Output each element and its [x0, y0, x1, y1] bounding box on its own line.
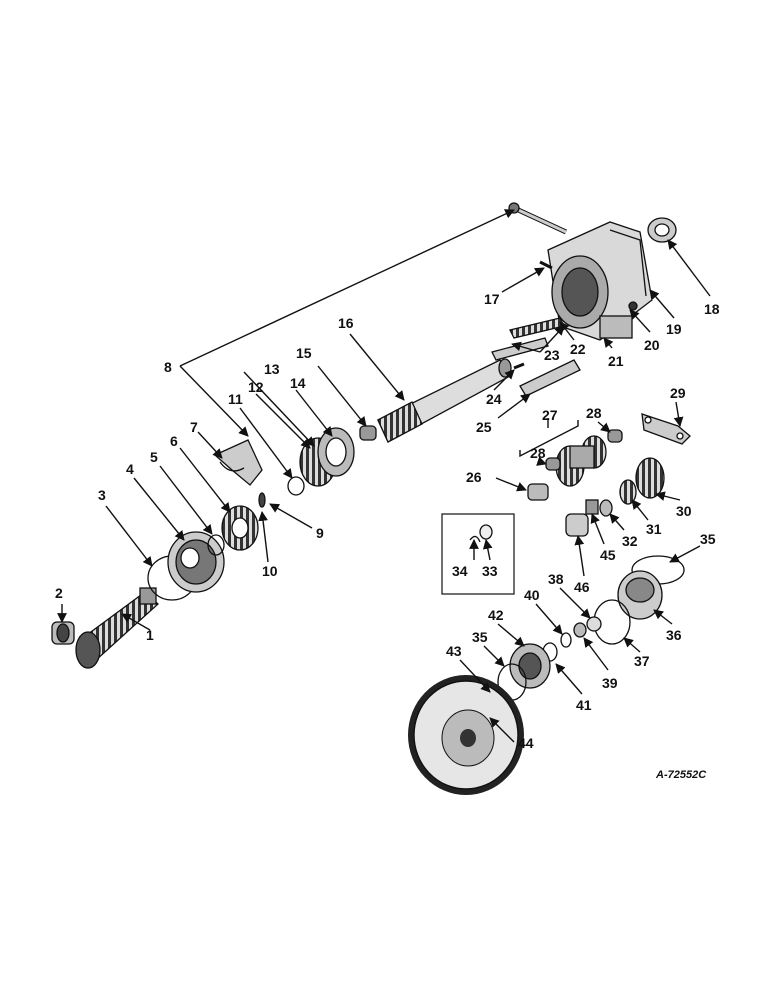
part-17-pin — [539, 260, 553, 270]
part-29-plate — [641, 413, 691, 445]
inset-box-33-34 — [441, 513, 515, 595]
callout-17: 17 — [484, 291, 500, 307]
callout-11: 11 — [228, 391, 243, 407]
callout-40: 40 — [524, 587, 540, 603]
callout-26: 26 — [466, 469, 482, 485]
callout-15: 15 — [296, 345, 312, 361]
callout-34: 34 — [452, 563, 468, 579]
callout-1: 1 — [146, 627, 154, 643]
callout-38: 38 — [548, 571, 564, 587]
part-28-roller-a — [545, 457, 561, 471]
callout-5: 5 — [150, 449, 158, 465]
callout-23: 23 — [544, 347, 560, 363]
part-30-gear — [635, 457, 665, 499]
callout-45: 45 — [600, 547, 616, 563]
callout-3: 3 — [98, 487, 106, 503]
part-5-ring — [207, 534, 225, 556]
callout-9: 9 — [316, 525, 324, 541]
callout-7: 7 — [190, 419, 198, 435]
callout-29: 29 — [670, 385, 686, 401]
callout-33: 33 — [482, 563, 498, 579]
callout-19: 19 — [666, 321, 682, 337]
part-25-shaft — [519, 359, 581, 397]
callout-28a: 28 — [530, 445, 546, 461]
part-38-washer — [586, 616, 602, 632]
callout-18: 18 — [704, 301, 720, 317]
part-9-10-spring — [258, 492, 266, 508]
callout-30: 30 — [676, 503, 692, 519]
part-40-ring — [560, 632, 572, 648]
part-32-washer — [599, 499, 613, 517]
leader-lines — [57, 209, 711, 743]
part-36-hub — [617, 570, 663, 620]
callout-14: 14 — [290, 375, 306, 391]
callout-35b: 35 — [472, 629, 488, 645]
callout-27: 27 — [542, 407, 558, 423]
part-31-gear — [619, 479, 637, 505]
part-45-spacer — [585, 499, 599, 515]
part-42-bearing — [509, 643, 551, 689]
callout-6: 6 — [170, 433, 178, 449]
callout-labels: 1 2 3 4 5 6 7 8 9 10 11 12 13 14 15 16 1… — [55, 291, 720, 781]
part-44-gear — [408, 675, 524, 795]
part-39-washer — [573, 622, 587, 638]
callout-13: 13 — [264, 361, 280, 377]
callout-20: 20 — [644, 337, 660, 353]
part-4-bearing — [167, 531, 225, 593]
part-18-seal — [647, 217, 677, 243]
callout-32: 32 — [622, 533, 638, 549]
callout-43: 43 — [446, 643, 462, 659]
callout-44: 44 — [518, 735, 534, 751]
part-24-pin — [513, 362, 525, 370]
callout-22: 22 — [570, 341, 586, 357]
callout-24: 24 — [486, 391, 502, 407]
part-7-fork — [213, 439, 263, 486]
callout-28b: 28 — [586, 405, 602, 421]
part-2-bearing — [51, 621, 75, 645]
part-6-gear — [221, 505, 259, 551]
callout-46: 46 — [574, 579, 590, 595]
callout-16: 16 — [338, 315, 354, 331]
callout-41: 41 — [576, 697, 592, 713]
callout-12: 12 — [248, 379, 264, 395]
part-1-shaft — [75, 587, 159, 669]
callout-2: 2 — [55, 585, 63, 601]
part-8-rod — [508, 202, 568, 235]
callout-37: 37 — [634, 653, 650, 669]
part-12-14-synchronizer — [299, 427, 355, 487]
callout-4: 4 — [126, 461, 134, 477]
part-28-roller-b — [607, 429, 623, 443]
callout-21: 21 — [608, 353, 624, 369]
callout-35a: 35 — [700, 531, 716, 547]
callout-31: 31 — [646, 521, 662, 537]
part-20-21-bracket — [599, 301, 638, 339]
callout-36: 36 — [666, 627, 682, 643]
callout-25: 25 — [476, 419, 492, 435]
callout-10: 10 — [262, 563, 278, 579]
callout-42: 42 — [488, 607, 504, 623]
part-15-bushing — [359, 425, 377, 441]
part-drawings — [51, 202, 691, 795]
part-19-housing — [547, 221, 653, 341]
callout-39: 39 — [602, 675, 618, 691]
part-27-cluster-gear — [555, 435, 607, 487]
part-11-ring — [287, 476, 305, 496]
part-26-bushing — [527, 483, 549, 501]
drawing-code: A-72552C — [655, 769, 707, 781]
callout-8: 8 — [164, 359, 172, 375]
part-46-sleeve — [565, 513, 589, 537]
